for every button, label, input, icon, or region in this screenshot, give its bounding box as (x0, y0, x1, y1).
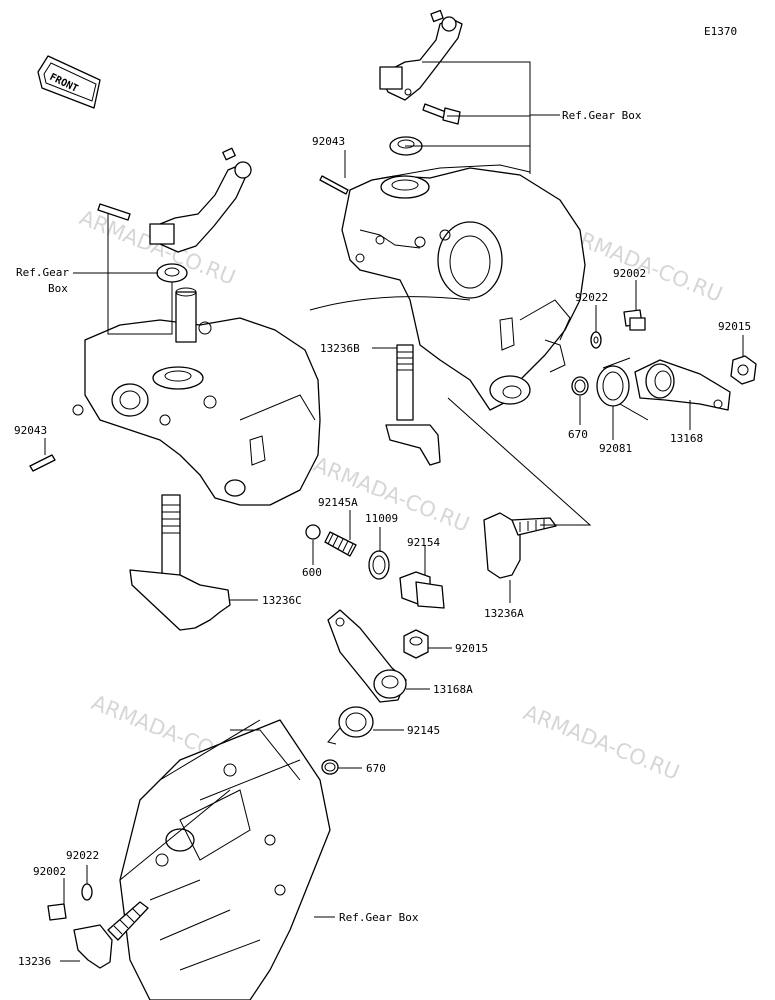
shift-plate-13236 (73, 924, 113, 969)
ball-joint-upper (441, 16, 457, 32)
diagram-code: E1370 (704, 25, 737, 38)
gear-box-lower-housing (119, 719, 331, 1000)
pin-92043-top (319, 175, 349, 195)
label-92002-right: 92002 (613, 267, 646, 280)
label-13168: 13168 (670, 432, 703, 445)
ball-600 (305, 524, 321, 540)
ref-gear-box-bracket-bottom (119, 729, 301, 881)
bolt-upper (422, 103, 447, 119)
front-arrow-icon (37, 55, 101, 109)
label-13236B: 13236B (320, 342, 360, 355)
label-92022-bottom: 92022 (66, 849, 99, 862)
arm-clamp-upper (379, 66, 403, 90)
gear-box-left-housing (84, 317, 321, 506)
left-assembly (29, 147, 321, 631)
circlip-670-mid (321, 759, 339, 775)
label-ref-gear-box-bottom: Ref.Gear Box (339, 911, 419, 924)
shift-shaft-13236B (396, 344, 414, 421)
label-92145: 92145 (407, 724, 440, 737)
bolt-92002-bottom (47, 903, 67, 921)
arm-clamp-left (149, 223, 175, 245)
upper-right-assembly (309, 9, 757, 579)
label-92043-top: 92043 (312, 135, 345, 148)
bolt-left (97, 203, 131, 221)
label-13236: 13236 (18, 955, 51, 968)
washer-92022-right (590, 331, 602, 349)
label-92043-left: 92043 (14, 424, 47, 437)
part-labels: Ref.Gear Box 92043 Ref.Gear Box 92002 92… (14, 109, 751, 968)
label-13236C: 13236C (262, 594, 302, 607)
middle-parts (305, 524, 445, 775)
nut-92015-right (730, 355, 757, 385)
spring-92145 (338, 706, 374, 738)
label-ref-gear-left-1: Ref.Gear (16, 266, 69, 279)
label-92002-bottom: 92002 (33, 865, 66, 878)
label-92015-mid: 92015 (455, 642, 488, 655)
label-92145A: 92145A (318, 496, 358, 509)
shift-plate-13236B (385, 424, 441, 466)
washer-92022-bottom (81, 883, 93, 901)
label-670-right: 670 (568, 428, 588, 441)
label-92015-right: 92015 (718, 320, 751, 333)
pin-92043-left (29, 454, 56, 472)
gasket-11009 (368, 550, 390, 580)
label-92022-right: 92022 (575, 291, 608, 304)
shift-plate-13236C (129, 569, 231, 631)
ref-gear-box-bracket-top (405, 61, 560, 174)
label-92154: 92154 (407, 536, 440, 549)
ref-gear-box-bracket-left (107, 214, 173, 335)
label-13236A: 13236A (484, 607, 524, 620)
label-11009: 11009 (365, 512, 398, 525)
watermark-5: ARMADA-CO.RU (520, 700, 683, 784)
label-13168A: 13168A (433, 683, 473, 696)
shaft-boss-left (152, 366, 204, 390)
bushing-left (156, 263, 188, 283)
label-92081: 92081 (599, 442, 632, 455)
shift-shaft-13236A (483, 512, 521, 579)
circlip-670-right (571, 376, 589, 396)
bottom-assembly (47, 719, 331, 1000)
shaft-stub-left (175, 291, 197, 343)
nut-92015-mid (403, 629, 429, 659)
label-ref-gear-box-top: Ref.Gear Box (562, 109, 642, 122)
front-direction-badge: FRONT (37, 55, 101, 109)
label-ref-gear-left-2: Box (48, 282, 68, 295)
ball-joint-left (234, 161, 252, 179)
label-600: 600 (302, 566, 322, 579)
shaft-boss-upper (380, 175, 430, 199)
leader-lines (44, 150, 744, 962)
label-670-mid: 670 (366, 762, 386, 775)
